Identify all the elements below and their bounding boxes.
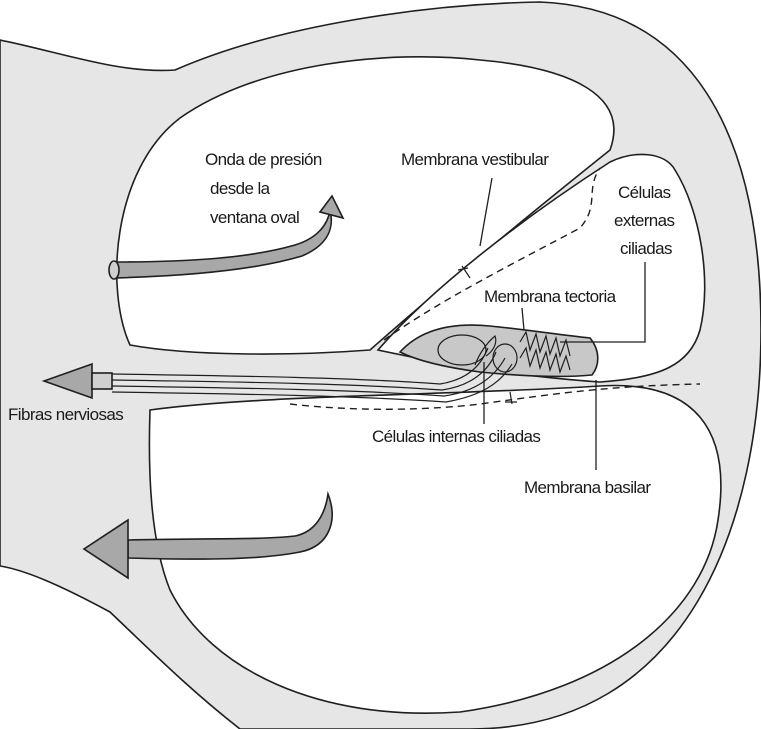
label-outer-hair-cells-line3: ciliadas bbox=[620, 239, 672, 258]
label-basilar-membrane: Membrana basilar bbox=[524, 478, 651, 497]
label-pressure-wave-line3: ventana oval bbox=[210, 208, 299, 227]
label-outer-hair-cells-line2: externas bbox=[614, 211, 675, 230]
pressure-wave-arrow-tail bbox=[109, 261, 119, 279]
label-outer-hair-cells: Células externas ciliadas bbox=[614, 183, 679, 258]
label-outer-hair-cells-line1: Células bbox=[618, 183, 671, 202]
label-inner-hair-cells: Células internas ciliadas bbox=[372, 427, 540, 446]
label-pressure-wave-line2: desde la bbox=[210, 179, 271, 198]
nerve-fibers-arrow-neck bbox=[92, 373, 112, 389]
label-nerve-fibers: Fibras nerviosas bbox=[8, 405, 123, 424]
label-vestibular-membrane: Membrana vestibular bbox=[401, 150, 549, 169]
label-tectorial-membrane: Membrana tectoria bbox=[484, 287, 617, 306]
label-pressure-wave-line1: Onda de presión bbox=[205, 150, 322, 169]
